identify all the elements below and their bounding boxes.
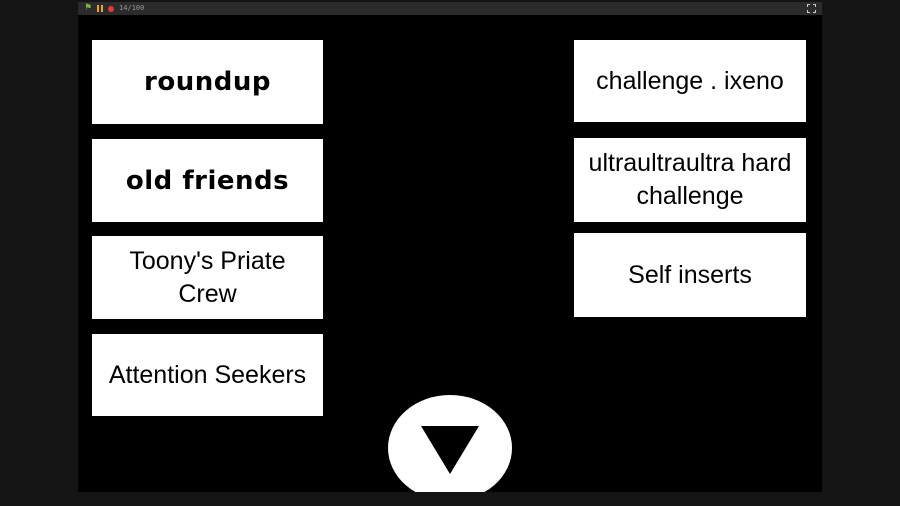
menu-button-challenge-ixeno[interactable]: challenge . ixeno	[574, 40, 806, 122]
pause-icon[interactable]	[97, 5, 104, 12]
record-icon[interactable]	[108, 5, 115, 12]
menu-button-ultra-hard-challenge[interactable]: ultraultraultra hard challenge	[574, 138, 806, 222]
fullscreen-icon[interactable]	[807, 4, 816, 13]
scroll-down-button[interactable]	[388, 395, 512, 492]
flag-icon[interactable]: ⚑	[84, 3, 93, 13]
menu-button-self-inserts[interactable]: Self inserts	[574, 233, 806, 317]
menu-button-roundup[interactable]: roundup	[92, 40, 323, 124]
menu-button-attention-seekers[interactable]: Attention Seekers	[92, 334, 323, 416]
game-window: ⚑ 14/100 roundup old friends Toony's Pri…	[78, 2, 822, 492]
player-toolbar: ⚑ 14/100	[78, 2, 822, 15]
fps-counter: 14/100	[119, 4, 145, 12]
game-canvas: roundup old friends Toony's Priate Crew …	[78, 15, 822, 492]
menu-button-old-friends[interactable]: old friends	[92, 139, 323, 222]
menu-button-toonys-priate-crew[interactable]: Toony's Priate Crew	[92, 236, 323, 319]
down-triangle-icon	[421, 426, 479, 474]
